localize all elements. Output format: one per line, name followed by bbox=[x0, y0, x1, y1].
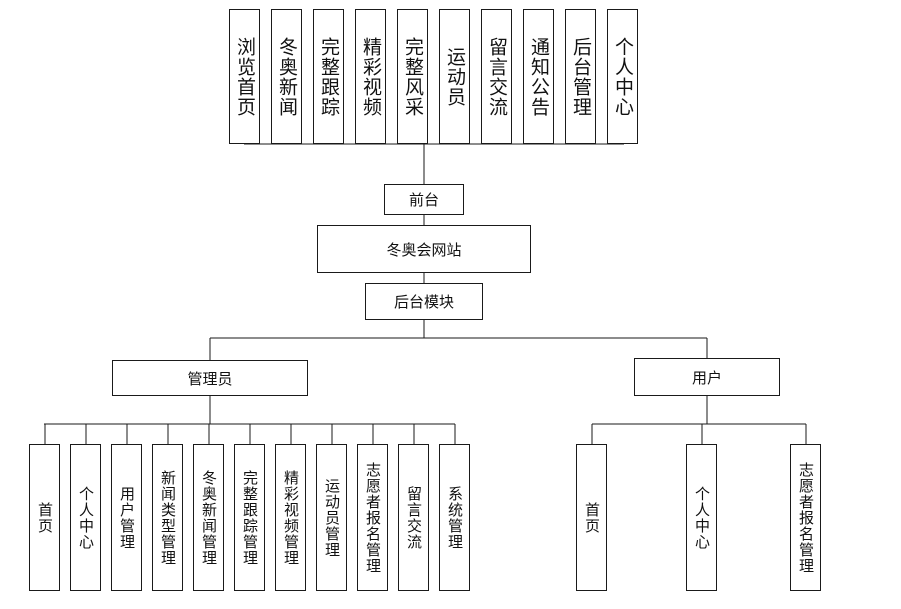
module-box: 个人中心 bbox=[607, 9, 638, 144]
module-label: 首页 bbox=[36, 501, 54, 534]
module-label: 个人中心 bbox=[693, 485, 711, 550]
admin-module-box: 运动员管理 bbox=[316, 444, 347, 591]
module-label: 后台管理 bbox=[570, 36, 592, 117]
module-label: 完整跟踪管理 bbox=[241, 469, 259, 566]
module-label: 志愿者报名管理 bbox=[364, 461, 382, 574]
admin-module-box: 用户管理 bbox=[111, 444, 142, 591]
module-box: 浏览首页 bbox=[229, 9, 260, 144]
admin-module-box: 留言交流 bbox=[398, 444, 429, 591]
user-module-box: 志愿者报名管理 bbox=[790, 444, 821, 591]
root-node: 冬奥会网站 bbox=[317, 225, 531, 273]
module-box: 完整跟踪 bbox=[313, 9, 344, 144]
frontend-node: 前台 bbox=[384, 184, 464, 215]
module-label: 运动员管理 bbox=[323, 477, 341, 558]
admin-module-box: 冬奥新闻管理 bbox=[193, 444, 224, 591]
module-label: 完整跟踪 bbox=[318, 36, 340, 117]
module-label: 新闻类型管理 bbox=[159, 469, 177, 566]
module-box: 精彩视频 bbox=[355, 9, 386, 144]
module-label: 个人中心 bbox=[612, 36, 634, 117]
admin-module-box: 精彩视频管理 bbox=[275, 444, 306, 591]
module-label: 冬奥新闻 bbox=[276, 36, 298, 117]
admin-module-box: 首页 bbox=[29, 444, 60, 591]
backend-node: 后台模块 bbox=[365, 283, 483, 320]
admin-module-box: 系统管理 bbox=[439, 444, 470, 591]
admin-module-box: 志愿者报名管理 bbox=[357, 444, 388, 591]
module-box: 通知公告 bbox=[523, 9, 554, 144]
user-module-box: 个人中心 bbox=[686, 444, 717, 591]
admin-module-box: 完整跟踪管理 bbox=[234, 444, 265, 591]
module-box: 留言交流 bbox=[481, 9, 512, 144]
module-label: 系统管理 bbox=[446, 485, 464, 550]
module-label: 运动员 bbox=[444, 46, 466, 107]
module-label: 精彩视频 bbox=[360, 36, 382, 117]
module-label: 志愿者报名管理 bbox=[797, 461, 815, 574]
module-label: 完整风采 bbox=[402, 36, 424, 117]
module-label: 冬奥新闻管理 bbox=[200, 469, 218, 566]
module-label: 留言交流 bbox=[405, 485, 423, 550]
module-label: 个人中心 bbox=[77, 485, 95, 550]
module-label: 浏览首页 bbox=[234, 36, 256, 117]
module-box: 运动员 bbox=[439, 9, 470, 144]
module-label: 留言交流 bbox=[486, 36, 508, 117]
module-box: 后台管理 bbox=[565, 9, 596, 144]
module-label: 首页 bbox=[583, 501, 601, 534]
module-label: 通知公告 bbox=[528, 36, 550, 117]
admin-node: 管理员 bbox=[112, 360, 308, 396]
user-node: 用户 bbox=[634, 358, 780, 396]
admin-module-box: 新闻类型管理 bbox=[152, 444, 183, 591]
module-box: 完整风采 bbox=[397, 9, 428, 144]
module-box: 冬奥新闻 bbox=[271, 9, 302, 144]
module-label: 精彩视频管理 bbox=[282, 469, 300, 566]
user-module-box: 首页 bbox=[576, 444, 607, 591]
admin-module-box: 个人中心 bbox=[70, 444, 101, 591]
module-label: 用户管理 bbox=[118, 485, 136, 550]
